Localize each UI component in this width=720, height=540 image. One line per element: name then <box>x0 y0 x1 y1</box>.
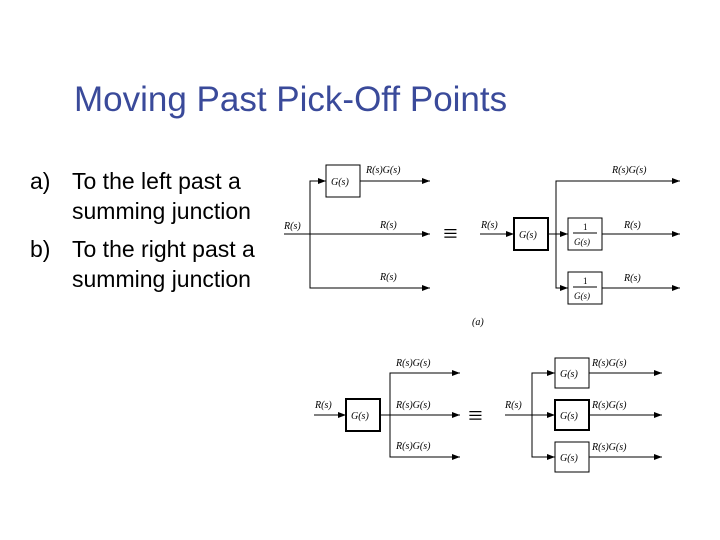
b-right-input: R(s) <box>504 400 522 411</box>
a-equiv-sign: ≡ <box>443 219 458 248</box>
b-right-out-mid: R(s)G(s) <box>591 400 627 411</box>
a-right-bottom-branch <box>555 234 568 291</box>
bullet-a: a) To the left past a summing junction <box>30 166 280 226</box>
bullet-a-text: To the left past a summing junction <box>72 168 251 224</box>
a-right-input: R(s) <box>480 220 498 231</box>
b-left-g-label: G(s) <box>351 411 369 422</box>
slide-title: Moving Past Pick-Off Points <box>74 80 508 119</box>
bullet-b: b) To the right past a summing junction <box>30 234 280 294</box>
b-right-g-label-3: G(s) <box>560 453 578 464</box>
b-left-out-mid: R(s)G(s) <box>395 400 431 411</box>
b-left-out-bottom: R(s)G(s) <box>395 441 431 452</box>
a-right-inv-den-1: G(s) <box>574 237 590 247</box>
b-left-bottom-out <box>389 415 460 460</box>
a-left-out-bottom: R(s) <box>379 272 397 283</box>
bullet-b-text: To the right past a summing junction <box>72 236 255 292</box>
bullet-list: a) To the left past a summing junction b… <box>30 166 280 302</box>
bullet-a-label: a) <box>30 168 51 194</box>
b-right-out-top: R(s)G(s) <box>591 358 627 369</box>
a-right-inv-block-2 <box>567 271 603 305</box>
diagram-a-left: G(s) R(s) R(s)G(s) R(s) R(s) <box>283 164 430 291</box>
a-caption: (a) <box>472 317 484 328</box>
a-right-out-mid: R(s) <box>623 220 641 231</box>
b-left-g-block <box>345 398 381 432</box>
bullet-b-label: b) <box>30 236 51 262</box>
b-equiv-sign: ≡ <box>468 401 483 430</box>
b-right-g-block-2 <box>554 399 590 431</box>
a-right-inv-block-1 <box>567 217 603 251</box>
a-right-g-block <box>513 217 549 251</box>
b-right-top-branch <box>531 370 555 415</box>
a-right-g-label: G(s) <box>519 230 537 241</box>
diagram-b-left: G(s) R(s) R(s)G(s) R(s)G(s) R(s)G(s) <box>314 358 460 460</box>
a-right-top-out <box>555 178 680 234</box>
a-right-inv-den-2: G(s) <box>574 291 590 301</box>
b-left-input: R(s) <box>314 400 332 411</box>
diagram-b-right: G(s) G(s) G(s) R(s) R(s)G(s) R(s)G(s) R(… <box>504 357 662 473</box>
a-right-inv-num-2: 1 <box>583 276 588 286</box>
b-left-out-top: R(s)G(s) <box>395 358 431 369</box>
a-left-g-label: G(s) <box>331 177 349 188</box>
a-left-out-mid: R(s) <box>379 220 397 231</box>
diagram-a-right: G(s) 1 G(s) 1 G(s) R(s) R(s)G(s) R(s) R(… <box>480 165 680 305</box>
b-right-out-bottom: R(s)G(s) <box>591 442 627 453</box>
b-right-bottom-branch <box>531 415 555 460</box>
a-left-bottom-branch <box>309 234 430 291</box>
b-left-top-out <box>389 370 460 415</box>
a-left-top-branch <box>309 178 326 234</box>
b-right-g-label-2: G(s) <box>560 411 578 422</box>
a-right-inv-num-1: 1 <box>583 222 588 232</box>
a-left-out-top: R(s)G(s) <box>365 165 401 176</box>
a-right-out-bottom: R(s) <box>623 273 641 284</box>
b-right-g-block-3 <box>554 441 590 473</box>
b-right-g-label-1: G(s) <box>560 369 578 380</box>
a-left-input: R(s) <box>283 221 301 232</box>
a-right-out-top: R(s)G(s) <box>611 165 647 176</box>
